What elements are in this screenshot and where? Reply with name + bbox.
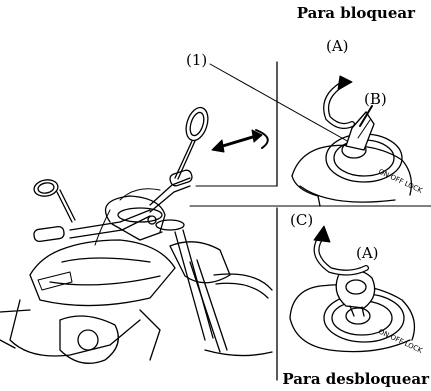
unlock-panel-illustration: ON OFF LOCK <box>290 270 424 355</box>
switch-lettering-bottom: ON OFF LOCK <box>377 328 424 355</box>
lock-panel-illustration: ON OFF LOCK <box>292 112 424 206</box>
title-lock: Para bloquear <box>297 4 415 22</box>
callout-a-bottom: (A) <box>356 244 379 262</box>
callout-a-top: (A) <box>326 37 349 55</box>
handlebar-move-arrow-icon <box>212 130 268 152</box>
title-unlock: Para desbloquear <box>282 370 429 388</box>
lock-rotate-arrow-icon <box>326 76 352 126</box>
callout-c: (C) <box>290 211 313 229</box>
callout-1: (1) <box>186 51 207 69</box>
callout-b: (B) <box>364 90 387 108</box>
switch-lettering-top: ON OFF LOCK <box>377 168 424 195</box>
